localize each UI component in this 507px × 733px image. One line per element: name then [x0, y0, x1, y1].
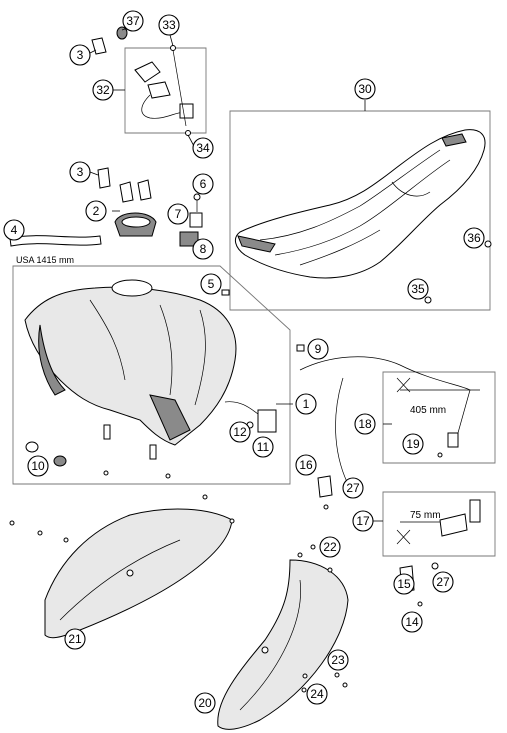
callout-7: 7: [167, 203, 189, 225]
svg-text:30: 30: [358, 82, 372, 96]
callout-14: 14: [401, 611, 423, 633]
damper-8-part: [179, 231, 199, 247]
screw-5-part: [221, 289, 230, 296]
callout-37: 37: [122, 10, 144, 32]
callout-15: 15: [393, 573, 415, 595]
box-hose-75: [382, 491, 496, 557]
callout-36: 36: [463, 227, 485, 249]
key-3-top-part: [91, 37, 107, 55]
fuel-tank-part: [24, 279, 237, 446]
nut-27-part: [431, 562, 439, 570]
svg-text:4: 4: [11, 223, 18, 237]
svg-text:9: 9: [315, 342, 322, 356]
callout-12: 12: [229, 421, 251, 443]
svg-text:24: 24: [310, 687, 324, 701]
callout-35: 35: [407, 278, 429, 300]
clip-9-part: [296, 344, 305, 352]
svg-text:23: 23: [331, 653, 345, 667]
damper-10-part: [25, 441, 67, 467]
svg-text:36: 36: [467, 231, 481, 245]
svg-text:37: 37: [126, 14, 140, 28]
quick-connector-16-part: [317, 475, 333, 510]
callout-24: 24: [306, 683, 328, 705]
svg-text:35: 35: [411, 282, 425, 296]
svg-text:27: 27: [346, 481, 360, 495]
svg-text:3: 3: [77, 165, 84, 179]
key-3-part: [97, 167, 111, 189]
callout-16: 16: [295, 454, 317, 476]
screw-6-part: [193, 193, 201, 212]
svg-text:1: 1: [303, 397, 310, 411]
svg-text:16: 16: [299, 458, 313, 472]
side-panel-right-part: [217, 544, 349, 730]
box-seat-group: [229, 110, 491, 311]
box-tank-group: [12, 265, 291, 485]
svg-text:2: 2: [93, 204, 100, 218]
callout-2: 2: [85, 200, 107, 222]
svg-text:3: 3: [77, 48, 84, 62]
callout-32: 32: [92, 79, 114, 101]
seat-part: [234, 129, 492, 304]
callout-17: 17: [352, 510, 374, 532]
svg-text:18: 18: [358, 417, 372, 431]
svg-text:8: 8: [200, 242, 207, 256]
svg-text:17: 17: [356, 514, 370, 528]
svg-text:11: 11: [257, 440, 270, 454]
svg-text:12: 12: [233, 425, 247, 439]
leader-lines: [89, 23, 392, 522]
svg-text:27: 27: [436, 575, 450, 589]
callout-4: 4: [3, 219, 25, 241]
svg-text:32: 32: [96, 83, 110, 97]
callout-27-lower: 27: [432, 571, 454, 593]
callout-23: 23: [327, 649, 349, 671]
callout-3-top: 3: [69, 44, 91, 66]
svg-text:5: 5: [208, 277, 215, 291]
cut-length-405-label: 405 mm: [410, 405, 446, 416]
svg-text:20: 20: [198, 696, 212, 710]
callout-34: 34: [192, 137, 214, 159]
svg-text:19: 19: [406, 437, 420, 451]
svg-text:33: 33: [162, 18, 176, 32]
callout-33: 33: [158, 14, 180, 36]
callout-6: 6: [192, 173, 214, 195]
callout-11: 11: [252, 436, 274, 458]
callout-22: 22: [319, 536, 341, 558]
svg-text:21: 21: [68, 632, 82, 646]
callout-10: 10: [27, 455, 49, 477]
tank-fittings-part: [103, 424, 171, 479]
lock-assembly-part: [134, 45, 194, 136]
callout-1: 1: [295, 393, 317, 415]
svg-text:22: 22: [323, 540, 337, 554]
callout-5: 5: [200, 273, 222, 295]
tank-cap-keys-part: [114, 179, 157, 237]
svg-text:6: 6: [200, 177, 207, 191]
svg-text:7: 7: [175, 207, 182, 221]
svg-text:15: 15: [397, 577, 411, 591]
callout-19: 19: [402, 433, 424, 455]
svg-text:14: 14: [405, 615, 419, 629]
callout-8: 8: [192, 238, 214, 260]
hose-length-label: USA 1415 mm: [16, 255, 74, 265]
callout-27-upper: 27: [342, 477, 364, 499]
box-hose-405: [382, 371, 496, 464]
hose-75-part: 75 mm: [396, 499, 481, 545]
cut-length-75-label: 75 mm: [410, 510, 441, 521]
callout-3-mid: 3: [69, 161, 91, 183]
callout-18: 18: [354, 413, 376, 435]
callout-30: 30: [354, 78, 376, 100]
callout-9: 9: [307, 338, 329, 360]
svg-text:10: 10: [31, 459, 45, 473]
callout-20: 20: [194, 692, 216, 714]
hose-405-part: 405 mm: [299, 356, 480, 489]
bushing-7-part: [189, 212, 203, 228]
lock-cylinder-37-part: [116, 26, 128, 40]
side-panel-left-part: [9, 494, 235, 639]
callout-21: 21: [64, 628, 86, 650]
svg-text:34: 34: [196, 141, 210, 155]
box-lock-group: [124, 47, 207, 134]
fuel-hose-part: [9, 235, 102, 247]
